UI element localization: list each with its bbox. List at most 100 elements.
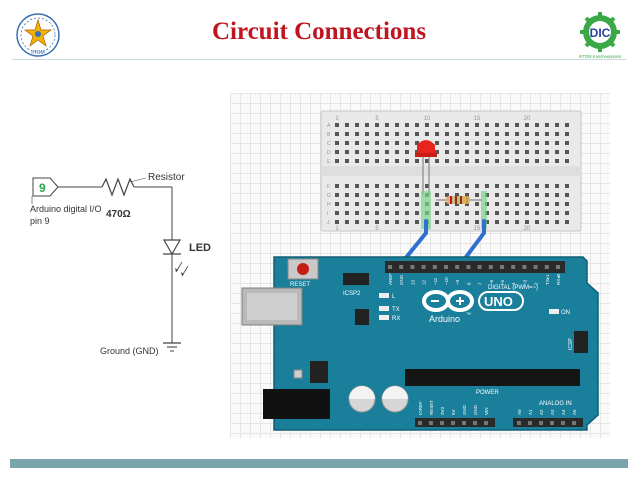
header-pin — [462, 421, 466, 425]
tm-label: ™ — [466, 312, 471, 318]
pin-label: A0 — [517, 409, 522, 415]
led-l-label: L — [392, 294, 396, 300]
arduino-infinity-logo — [422, 290, 474, 312]
pin9-wire — [458, 219, 486, 267]
led-schematic: 9 Resistor 470Ω LED Arduino digital I/O … — [30, 172, 211, 356]
uno-label: UNO — [484, 294, 513, 309]
pin-label: ~5 — [500, 279, 505, 285]
led-diode-symbol — [162, 239, 182, 256]
breadboard-col-number: 5 — [375, 116, 379, 122]
header-pin — [544, 265, 549, 269]
pin-label: A5 — [572, 409, 577, 415]
regulator — [310, 361, 328, 383]
header-pin — [421, 265, 426, 269]
right-logo-caption: IIITDM Kancheepuram — [579, 54, 622, 59]
gnd-wire — [398, 219, 428, 267]
led-rx-label: RX — [392, 316, 400, 322]
left-logo-icon: IITDM — [16, 13, 60, 57]
breadboard-col-number: 20 — [524, 116, 531, 122]
breadboard-row-label: C — [327, 141, 331, 147]
pin-label: GND — [462, 404, 467, 415]
pin-label: ~10 — [444, 277, 449, 285]
header-pin — [399, 265, 404, 269]
header-pin — [484, 421, 488, 425]
pin-label: IOREF — [418, 401, 423, 415]
header-pin — [451, 421, 455, 425]
pin-label-line2: pin 9 — [30, 216, 50, 226]
breadboard-row-label: D — [327, 150, 331, 156]
left-logo-text: IITDM — [31, 50, 45, 56]
resistor-component — [436, 196, 482, 204]
pin-label: 8 — [466, 282, 471, 285]
breadboard-row-label: J — [327, 220, 330, 226]
pin-label: RESET — [429, 400, 434, 415]
header-pin — [410, 265, 415, 269]
header-pin — [539, 421, 543, 425]
usb-chip — [355, 309, 369, 325]
led-tx-label: TX — [392, 307, 400, 313]
resistor-symbol — [101, 177, 135, 197]
pin-label: 13 — [410, 279, 415, 285]
breadboard-col-number: 1 — [335, 116, 339, 122]
pin-label: AREF — [388, 273, 393, 285]
on-label: ON — [561, 310, 570, 316]
microcontroller-chip — [405, 369, 580, 386]
header-pin — [561, 421, 565, 425]
power-label: POWER — [476, 390, 499, 396]
pin-label: GND — [399, 274, 404, 285]
pin-label: 7 — [478, 282, 483, 285]
icsp2-label: ICSP2 — [343, 291, 361, 297]
slide-title: Circuit Connections — [211, 18, 427, 45]
pin-label: ~3 — [522, 279, 527, 285]
header-pin — [572, 421, 576, 425]
header-pin — [488, 265, 493, 269]
header-pin — [511, 265, 516, 269]
pin-label: 3V3 — [440, 406, 445, 415]
header-pin — [418, 421, 422, 425]
pin-label: TX▸1 — [545, 274, 550, 285]
header-pin — [528, 421, 532, 425]
analog-label: ANALOG IN — [539, 401, 572, 407]
breadboard-row-label: I — [327, 211, 328, 217]
breadboard-col-number: 1 — [335, 226, 339, 232]
highlight-holes — [421, 191, 487, 229]
brand-label: Arduino — [429, 314, 460, 324]
pin-label: 2 — [534, 282, 539, 285]
breadboard-col-number: 10 — [424, 116, 431, 122]
led-component — [415, 140, 437, 195]
header-pin — [500, 265, 504, 269]
pin-label: 5V — [451, 409, 456, 415]
digital-header — [385, 261, 565, 273]
title-divider — [12, 59, 626, 60]
header-pin — [444, 265, 448, 269]
icsp2-header — [343, 273, 369, 285]
breadboard-row-label: F — [327, 184, 330, 190]
ground-label: Ground (GND) — [100, 346, 159, 356]
resistor-label: Resistor — [148, 172, 185, 183]
breadboard-row-label: B — [327, 132, 331, 138]
icsp-header — [574, 331, 588, 353]
pin-label: 4 — [511, 282, 516, 285]
header-pin — [429, 421, 433, 425]
header-pin — [432, 265, 437, 269]
breadboard-col-number: 15 — [474, 226, 481, 232]
header-pin — [556, 265, 560, 269]
pin-label: ~11 — [433, 277, 438, 285]
reset-label: RESET — [290, 282, 310, 288]
led-label: LED — [189, 242, 211, 254]
header-pin — [477, 265, 482, 269]
right-logo-icon: DIC IIITDM Kancheepuram — [579, 12, 622, 59]
breadboard-col-number: 15 — [474, 116, 481, 122]
pin-label: A1 — [528, 409, 533, 415]
icsp-label: ICSP — [568, 338, 574, 350]
pin-label: A2 — [539, 409, 544, 415]
footer-bar — [10, 459, 628, 468]
header-pin — [455, 265, 460, 269]
breadboard-row-label: G — [327, 193, 331, 199]
pin-label: ~6 — [489, 279, 494, 285]
pin-label: A3 — [550, 409, 555, 415]
header-pin — [388, 265, 392, 269]
breadboard-col-number: 20 — [524, 226, 531, 232]
